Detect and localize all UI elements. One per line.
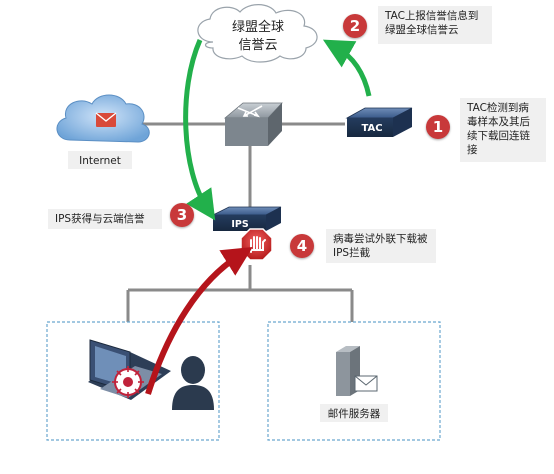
ips-device-icon: IPS	[212, 206, 282, 231]
tac-device-icon: TAC	[345, 107, 413, 137]
download-reputation-arrow	[183, 38, 216, 221]
step1-badge: 1	[426, 115, 450, 139]
internet-cloud-icon	[56, 94, 150, 143]
virus-callback-arrow	[145, 247, 253, 395]
cloud-title-line2: 信誉云	[238, 38, 277, 53]
cloud-title-line1: 绿盟全球	[232, 19, 284, 35]
router-icon	[223, 102, 283, 146]
reputation-cloud: 绿盟全球 信誉云	[197, 4, 318, 63]
server-zone	[267, 321, 441, 441]
envelope-icon	[354, 375, 378, 392]
client-zone	[46, 321, 220, 441]
step4-label: 病毒尝试外联下载被IPS拦截	[326, 229, 436, 263]
step3-label: IPS获得与云端信誉	[48, 209, 162, 229]
ips-label: IPS	[231, 219, 248, 230]
envelope-icon	[95, 112, 117, 127]
internet-label: Internet	[68, 151, 132, 169]
step3-badge: 3	[170, 203, 194, 227]
user-icon	[172, 356, 214, 410]
step1-label: TAC检测到病毒样本及其后续下载回连链接	[460, 98, 546, 162]
stop-hand-icon	[240, 228, 273, 261]
network-links	[120, 122, 354, 322]
step4-badge: 4	[290, 234, 314, 258]
step2-label: TAC上报信誉信息到绿盟全球信誉云	[378, 6, 492, 44]
mail-server-label: 邮件服务器	[320, 404, 388, 422]
mail-server-icon	[336, 346, 378, 396]
tac-label: TAC	[361, 123, 382, 134]
report-arrow	[322, 39, 372, 97]
step2-badge: 2	[343, 14, 367, 38]
virus-icon	[112, 366, 144, 398]
